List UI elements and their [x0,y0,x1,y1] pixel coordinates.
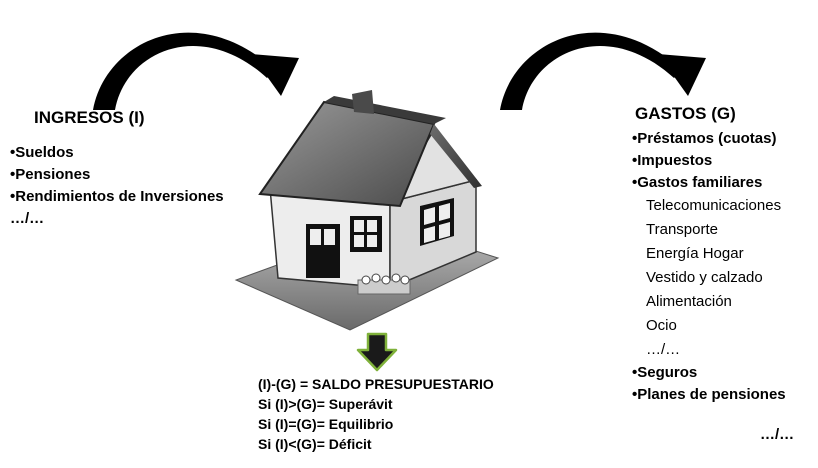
income-item: •Sueldos [10,144,74,161]
expenses-item: •Préstamos (cuotas) [632,130,777,147]
expenses-item: •Impuestos [632,152,713,169]
expenses-item: •Seguros [632,364,698,381]
family-expense-item: Telecomunicaciones [646,197,782,214]
expenses-more: …/… [760,426,795,443]
family-expense-item: Energía Hogar [646,245,744,262]
income-list: •Sueldos •Pensiones •Rendimientos de Inv… [10,142,260,230]
income-more: …/… [10,210,45,227]
family-expense-item: Transporte [646,221,718,238]
down-arrow-icon [356,332,398,372]
income-block: INGRESOS (I) •Sueldos •Pensiones •Rendim… [10,108,260,230]
expenses-block: GASTOS (G) •Préstamos (cuotas) •Impuesto… [632,104,816,406]
income-title: INGRESOS (I) [34,108,145,127]
expenses-list: •Préstamos (cuotas) •Impuestos •Gastos f… [632,128,816,406]
expenses-title: GASTOS (G) [635,104,736,123]
balance-line: Si (I)>(G)= Superávit [258,396,393,412]
expenses-item: •Gastos familiares [632,174,763,191]
right-curved-arrow-icon [500,32,706,110]
family-expense-more: …/… [646,341,681,358]
balance-line: Si (I)=(G)= Equilibrio [258,416,394,432]
balance-line: (I)-(G) = SALDO PRESUPUESTARIO [258,376,494,392]
expenses-item: •Planes de pensiones [632,386,786,403]
balance-block: (I)-(G) = SALDO PRESUPUESTARIO Si (I)>(G… [258,374,494,454]
balance-line: Si (I)<(G)= Déficit [258,436,372,452]
family-expense-item: Alimentación [646,293,732,310]
family-expense-item: Ocio [646,317,677,334]
left-curved-arrow-icon [93,32,299,110]
income-item: •Pensiones [10,166,91,183]
income-item: •Rendimientos de Inversiones [10,188,224,205]
family-expense-item: Vestido y calzado [646,269,763,286]
house-icon [234,90,500,331]
